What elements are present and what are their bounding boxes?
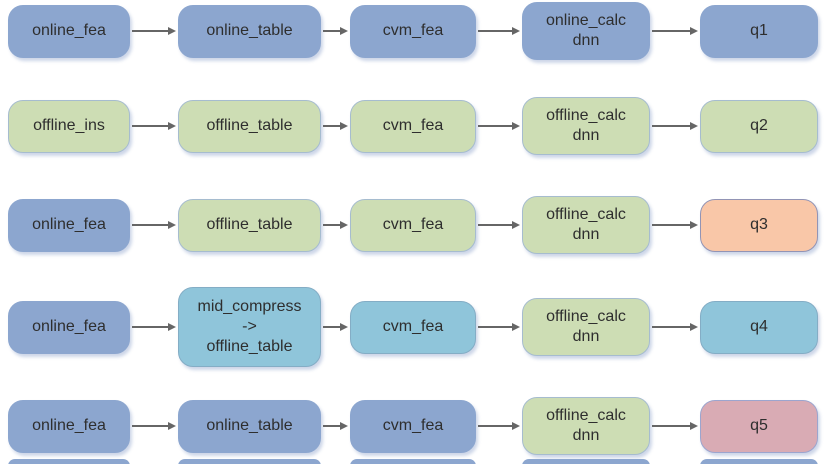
node-online-fea: online_fea (8, 198, 130, 252)
node-online-calc: online_calc dnn (522, 2, 650, 60)
flow-arrow (323, 221, 348, 230)
cropped-node-top (350, 459, 476, 464)
arrow-right-icon (512, 422, 520, 430)
node-offline-calc: offline_calc dnn (522, 196, 650, 254)
arrow-line (478, 125, 512, 127)
arrow-line (132, 326, 168, 328)
node-cvm-fea: cvm_fea (350, 399, 476, 453)
arrow-line (652, 224, 690, 226)
arrow-line (132, 125, 168, 127)
flow-arrow (652, 122, 698, 131)
arrow-right-icon (512, 221, 520, 229)
flow-arrow (323, 323, 348, 332)
node-online-table: online_table (178, 399, 321, 453)
arrow-line (478, 326, 512, 328)
flow-arrow (132, 323, 176, 332)
flow-arrow (132, 27, 176, 36)
flow-arrow (323, 422, 348, 431)
flow-arrow (478, 27, 520, 36)
cropped-node-top (178, 459, 321, 464)
flow-arrow (652, 323, 698, 332)
arrow-right-icon (512, 323, 520, 331)
arrow-line (323, 425, 340, 427)
node-cvm-fea: cvm_fea (350, 198, 476, 252)
flow-arrow (478, 221, 520, 230)
arrow-right-icon (690, 422, 698, 430)
node-q3: q3 (700, 198, 818, 252)
arrow-right-icon (512, 27, 520, 35)
arrow-line (478, 425, 512, 427)
arrow-right-icon (340, 122, 348, 130)
arrow-right-icon (168, 323, 176, 331)
arrow-right-icon (168, 422, 176, 430)
arrow-right-icon (168, 122, 176, 130)
arrow-line (132, 224, 168, 226)
node-offline-calc: offline_calc dnn (522, 298, 650, 356)
node-cvm-fea: cvm_fea (350, 99, 476, 153)
arrow-right-icon (690, 221, 698, 229)
arrow-line (652, 125, 690, 127)
flow-arrow (132, 221, 176, 230)
arrow-right-icon (690, 323, 698, 331)
cropped-node-top (8, 459, 130, 464)
flow-arrow (478, 323, 520, 332)
arrow-line (478, 224, 512, 226)
arrow-line (652, 30, 690, 32)
flow-arrow (652, 221, 698, 230)
node-offline-ins: offline_ins (8, 99, 130, 153)
arrow-right-icon (168, 221, 176, 229)
arrow-right-icon (340, 422, 348, 430)
node-q2: q2 (700, 99, 818, 153)
arrow-line (323, 125, 340, 127)
node-offline-calc: offline_calc dnn (522, 397, 650, 455)
flow-arrow (652, 422, 698, 431)
node-cvm-fea: cvm_fea (350, 300, 476, 354)
cropped-node-top (522, 459, 650, 464)
arrow-right-icon (168, 27, 176, 35)
arrow-right-icon (340, 27, 348, 35)
arrow-right-icon (512, 122, 520, 130)
flow-arrow (323, 122, 348, 131)
arrow-line (478, 30, 512, 32)
flow-arrow (132, 122, 176, 131)
arrow-right-icon (340, 323, 348, 331)
arrow-line (652, 326, 690, 328)
arrow-line (323, 326, 340, 328)
arrow-line (652, 425, 690, 427)
node-online-fea: online_fea (8, 4, 130, 58)
arrow-line (132, 425, 168, 427)
flow-arrow (478, 422, 520, 431)
flow-arrow (323, 27, 348, 36)
node-online-fea: online_fea (8, 399, 130, 453)
node-online-table: online_table (178, 4, 321, 58)
node-q5: q5 (700, 399, 818, 453)
flow-arrow (478, 122, 520, 131)
arrow-right-icon (340, 221, 348, 229)
node-offline-table: offline_table (178, 99, 321, 153)
arrow-right-icon (690, 27, 698, 35)
arrow-right-icon (690, 122, 698, 130)
node-offline-calc: offline_calc dnn (522, 97, 650, 155)
node-mid-compress: mid_compress -> offline_table (178, 287, 321, 367)
flow-arrow (652, 27, 698, 36)
arrow-line (323, 30, 340, 32)
arrow-line (132, 30, 168, 32)
node-offline-table: offline_table (178, 198, 321, 252)
arrow-line (323, 224, 340, 226)
flow-arrow (132, 422, 176, 431)
node-q1: q1 (700, 4, 818, 58)
node-cvm-fea: cvm_fea (350, 4, 476, 58)
cropped-node-top (700, 459, 818, 464)
node-online-fea: online_fea (8, 300, 130, 354)
node-q4: q4 (700, 300, 818, 354)
